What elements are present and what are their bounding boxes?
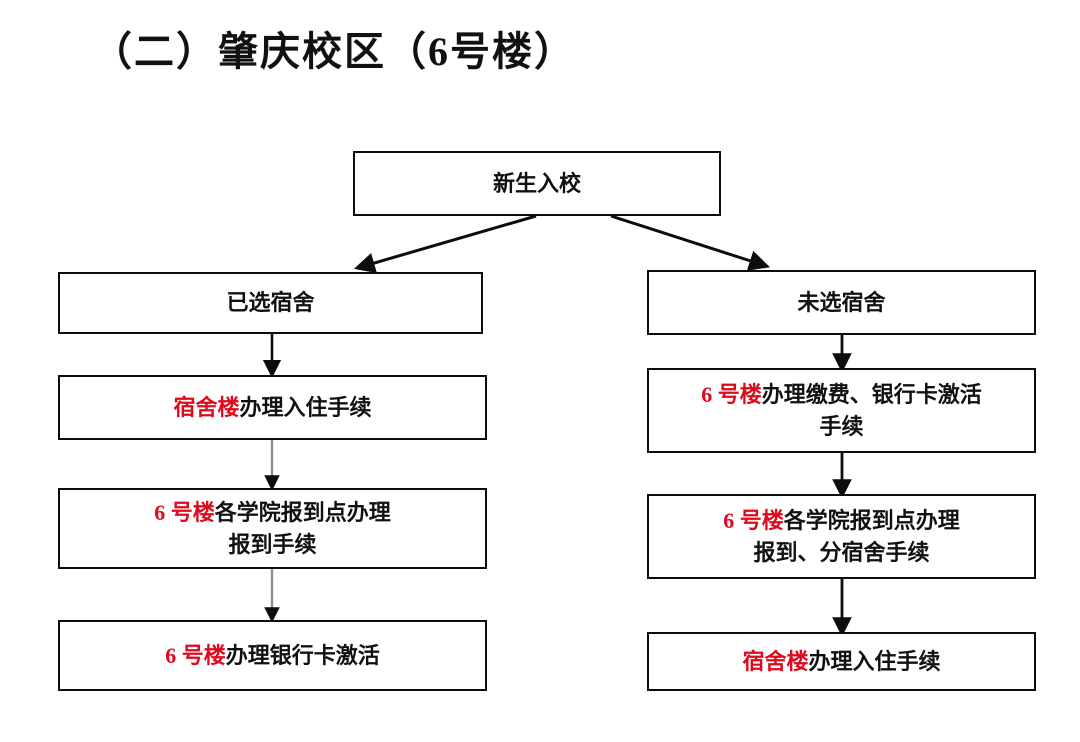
plain-text: 新生入校: [492, 170, 581, 196]
flow-node-right-1-text: 未选宿舍: [655, 287, 1028, 318]
plain-text: 办理缴费、银行卡激活: [761, 382, 982, 408]
flow-node-text-line: 6 号楼各学院报到点办理: [66, 497, 479, 528]
flow-node-right-4-text: 宿舍楼办理入住手续: [655, 646, 1028, 677]
flow-node-left-3[interactable]: 6 号楼各学院报到点办理报到手续: [58, 488, 487, 569]
plain-text: 各学院报到点办理: [783, 508, 960, 534]
flow-node-text-line: 6 号楼各学院报到点办理: [655, 505, 1028, 536]
flow-node-text-line: 宿舍楼办理入住手续: [66, 392, 479, 423]
flow-node-left-3-text: 6 号楼各学院报到点办理报到手续: [66, 497, 479, 559]
flow-node-text-line: 手续: [655, 411, 1028, 442]
highlighted-location: 宿舍楼: [173, 394, 240, 420]
flow-node-right-2[interactable]: 6 号楼办理缴费、银行卡激活手续: [647, 368, 1036, 453]
plain-text: 已选宿舍: [226, 290, 315, 316]
page-title: （二）肇庆校区（6号楼）: [92, 29, 576, 74]
flow-node-left-1-text: 已选宿舍: [66, 287, 475, 318]
flow-node-left-4-text: 6 号楼办理银行卡激活: [66, 640, 479, 671]
highlighted-location: 6 号楼: [723, 508, 784, 534]
flow-node-right-1[interactable]: 未选宿舍: [647, 270, 1036, 335]
flow-node-right-2-text: 6 号楼办理缴费、银行卡激活手续: [655, 379, 1028, 441]
flow-node-text-line: 6 号楼办理银行卡激活: [66, 640, 479, 671]
flow-node-left-2-text: 宿舍楼办理入住手续: [66, 392, 479, 423]
flow-node-text-line: 宿舍楼办理入住手续: [655, 646, 1028, 677]
plain-text: 办理银行卡激活: [225, 642, 380, 668]
connector-start-to-left: [353, 214, 537, 274]
flow-node-text-line: 已选宿舍: [66, 287, 475, 318]
flow-node-left-1[interactable]: 已选宿舍: [58, 272, 483, 334]
plain-text: 手续: [819, 413, 864, 439]
plain-text: 报到手续: [228, 531, 317, 557]
plain-text: 报到、分宿舍手续: [753, 539, 930, 565]
flow-node-left-4[interactable]: 6 号楼办理银行卡激活: [58, 620, 487, 691]
highlighted-location: 6 号楼: [165, 642, 226, 668]
highlighted-location: 6 号楼: [154, 500, 215, 526]
flow-node-right-3-text: 6 号楼各学院报到点办理报到、分宿舍手续: [655, 505, 1028, 567]
flow-node-text-line: 报到手续: [66, 529, 479, 560]
plain-text: 办理入住手续: [808, 648, 941, 674]
highlighted-location: 宿舍楼: [742, 648, 809, 674]
flow-node-start-text: 新生入校: [361, 168, 713, 199]
flow-node-left-2[interactable]: 宿舍楼办理入住手续: [58, 375, 487, 440]
flow-node-start[interactable]: 新生入校: [353, 151, 721, 216]
plain-text: 各学院报到点办理: [214, 500, 391, 526]
connector-start-to-right: [610, 214, 770, 271]
flow-node-right-3[interactable]: 6 号楼各学院报到点办理报到、分宿舍手续: [647, 494, 1036, 579]
flow-node-text-line: 报到、分宿舍手续: [655, 537, 1028, 568]
highlighted-location: 6 号楼: [701, 382, 762, 408]
plain-text: 未选宿舍: [797, 289, 886, 315]
flow-node-right-4[interactable]: 宿舍楼办理入住手续: [647, 632, 1036, 691]
flow-node-text-line: 6 号楼办理缴费、银行卡激活: [655, 379, 1028, 410]
flow-node-text-line: 未选宿舍: [655, 287, 1028, 318]
plain-text: 办理入住手续: [239, 394, 372, 420]
flow-node-text-line: 新生入校: [361, 168, 713, 199]
